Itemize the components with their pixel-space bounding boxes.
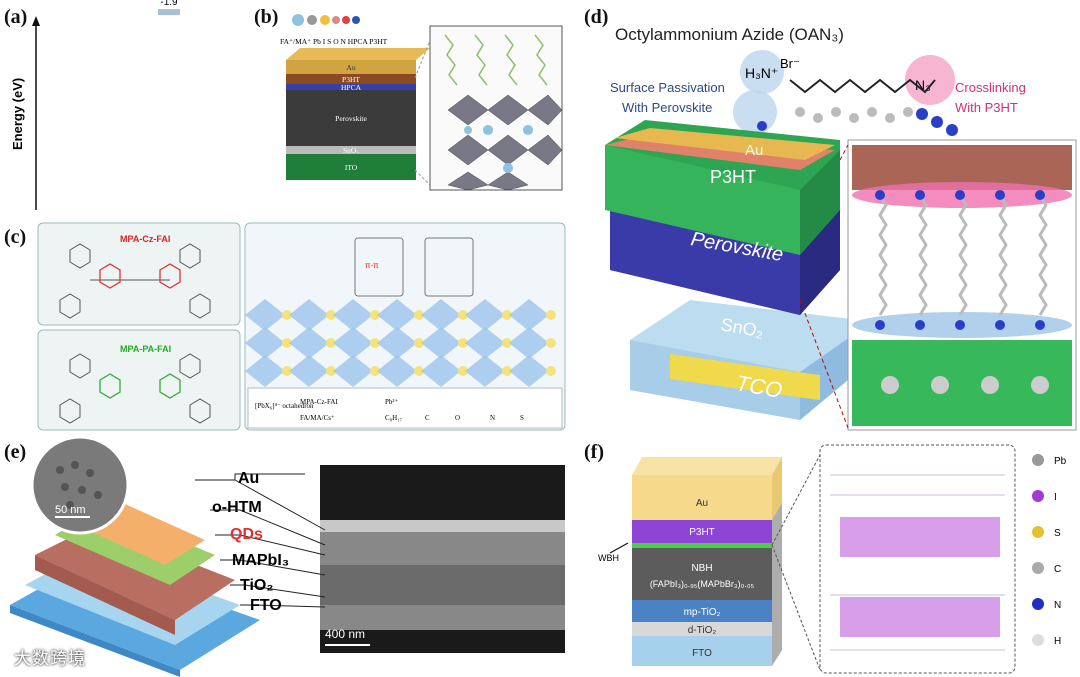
panel-e: (e) 50 nm 400 nm Au [0,435,570,677]
legend-c-item-4: C₈H₁₇ [385,414,403,422]
panel-a: (a) Energy (eV) -4.7ITO-4.4-7.15SnO₂-4.1… [0,0,250,220]
layer-nbh-f: NBH [691,563,712,574]
layer-b-5 [286,154,416,180]
sem-scale-label: 400 nm [325,627,365,641]
perovskite-lattice [245,299,556,387]
layer-b-label-5: ITO [345,163,358,172]
octahedra [447,94,563,191]
note-passivation-1: Surface Passivation [610,80,725,95]
legend-f-item-1: I [1054,492,1057,503]
device-stack-f [632,457,782,666]
layer-au-f: Au [696,498,708,509]
layer-b-label-4: SnO₂ [343,146,359,155]
device-stack-d [605,120,860,420]
layer-b-label-1: P3HT [342,75,360,84]
layer-mptio2-f: mp-TiO₂ [684,607,721,618]
layer-b-label-3: Perovskite [335,114,367,123]
layer-mapbi3-e: MAPbI₃ [232,552,289,569]
polymer-chains [444,34,548,86]
molecule-pa [59,353,211,424]
molecule-pa-name: MPA-PA-FAI [120,344,171,354]
tem-inset [30,435,130,535]
legend-f-item-3: C [1054,564,1061,575]
panel-f: (f) Au P3HT NBH (FAPbI₃)₀.₉₅(MAPbBr₃)₀.₀… [570,435,1080,677]
layer-fto-e: FTO [250,597,282,614]
layer-b-3 [286,90,416,146]
panel-d: (d) Octylammonium Azide (OAN₃) H₃N⁺ Br⁻ … [570,0,1080,435]
panel-d-label: (d) [584,6,609,28]
layer-au-d: Au [745,142,763,159]
molecule-cz [59,243,211,319]
legend-c-item-3: FA/MA/Cs⁺ [300,414,335,422]
legend-f-item-4: N [1054,600,1061,611]
layer-ohtm-e: o-HTM [212,499,262,516]
legend-f-item-5: H [1054,636,1061,647]
molecule-cz-name: MPA-Cz-FAI [120,234,170,244]
legend-c-item-2: Pb²⁺ [385,398,398,406]
wbh-label: WBH [598,553,619,563]
layer-tio2-e: TiO₂ [240,577,273,594]
layer-composition-f: (FAPbI₃)₀.₉₅(MAPbBr₃)₀.₀₅ [650,579,755,589]
panel-b-label: (b) [254,6,279,28]
panel-a-label: (a) [4,6,28,28]
energy-top-3: -1.9 [160,0,178,8]
legend-f-item-2: S [1054,528,1061,539]
legend-f: PbI S C N H [1032,454,1067,647]
axis-arrow-icon [32,16,40,26]
panel-e-label: (e) [4,441,27,463]
formula-h3n: H₃N⁺ [745,65,778,81]
layer-fto-f: FTO [692,648,712,659]
layer-b-4 [286,146,416,154]
panel-c-label: (c) [4,226,27,248]
panel-c: (c) MPA-Cz-FAI MPA-PA-FAI π-π [PbX₆]⁴⁻ o… [0,220,570,435]
legend-c-item-8: S [520,414,524,422]
oan3-title: Octylammonium Azide (OAN₃) [615,25,844,44]
layer-b-0 [286,60,416,74]
note-passivation-2: With Perovskite [622,100,712,115]
legend-f-item-0: Pb [1054,456,1067,467]
wbh-arrow-icon [609,542,629,554]
layer-p3ht-f: P3HT [689,527,715,538]
layer-b-1 [286,74,416,84]
energy-level-diagram: Energy (eV) -4.7ITO-4.4-7.15SnO₂-4.16-6.… [10,0,180,210]
legend-c-item-6: O [455,414,460,422]
layer-p3ht-d: P3HT [710,167,756,187]
legend-spheres [292,14,360,26]
legend-c-item-7: N [490,414,495,422]
crystal-inset-f [819,444,1016,674]
pi-pi-annotation: π-π [365,261,379,270]
note-crosslink-2: With P3HT [955,100,1018,115]
layer-dtio2-f: d-TiO₂ [688,625,717,636]
counter-ion: Br⁻ [780,56,800,71]
energy-axis-label: Energy (eV) [10,78,25,150]
panel-f-label: (f) [584,441,604,463]
layer-b-label-0: Au [346,63,355,72]
legend-c-item-5: C [425,414,430,422]
layer-qds-e: QDs [230,526,263,543]
watermark: 大数跨境 [14,649,86,669]
legend-text-b: FA⁺/MA⁺ Pb I S O N HPCA P3HT [280,37,388,46]
inset-scale-label: 50 nm [55,504,86,516]
layer-b-label-2: HPCA [341,83,362,92]
energy-bar-3 [158,9,180,16]
layer-b-2 [286,84,416,90]
legend-c-item-1: MPA-Cz-FAI [300,398,338,406]
note-crosslink-1: Crosslinking [955,80,1026,95]
legend-c-item-0: [PbX₆]⁴⁻ octahedron [255,402,314,410]
layer-au-e: Au [238,470,259,487]
